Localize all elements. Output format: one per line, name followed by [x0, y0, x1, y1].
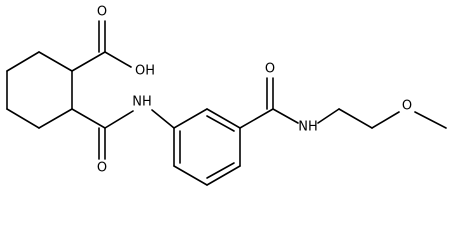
amide-2-oxygen-label: O [265, 62, 275, 77]
bond [272, 108, 299, 124]
bond [173, 108, 208, 129]
carboxylic-acid-group: O OH [71, 5, 155, 79]
amide-1-oxygen-label: O [97, 161, 107, 176]
bond [239, 108, 274, 129]
bond [371, 111, 400, 129]
amide-group-2: O NH [239, 62, 318, 135]
bond [338, 108, 373, 129]
bond [104, 110, 134, 129]
amide-group-1: O NH [71, 95, 175, 176]
hydroxyl-label: OH [135, 64, 155, 79]
bond [71, 108, 106, 129]
bond [173, 165, 208, 186]
bond [151, 109, 175, 129]
chemical-structure-diagram: O OH O NH O NH O [6, 5, 447, 186]
bond [206, 165, 241, 186]
bond [104, 51, 132, 68]
bond [38, 108, 73, 129]
amide-1-nh-label: NH [132, 95, 152, 110]
carbonyl-oxygen-label: O [97, 5, 107, 20]
cyclohexane-ring [6, 51, 73, 129]
methoxyethyl-chain: O [317, 99, 447, 129]
bond [6, 108, 40, 129]
bond [6, 51, 40, 72]
bond [206, 115, 235, 132]
bond [206, 108, 241, 129]
bond [38, 51, 73, 72]
bond [206, 162, 235, 179]
amide-2-nh-label: NH [298, 120, 318, 135]
bond [71, 51, 106, 72]
benzene-ring [173, 108, 241, 186]
ether-oxygen-label: O [402, 99, 412, 114]
bond [414, 111, 447, 129]
bond [317, 108, 340, 124]
